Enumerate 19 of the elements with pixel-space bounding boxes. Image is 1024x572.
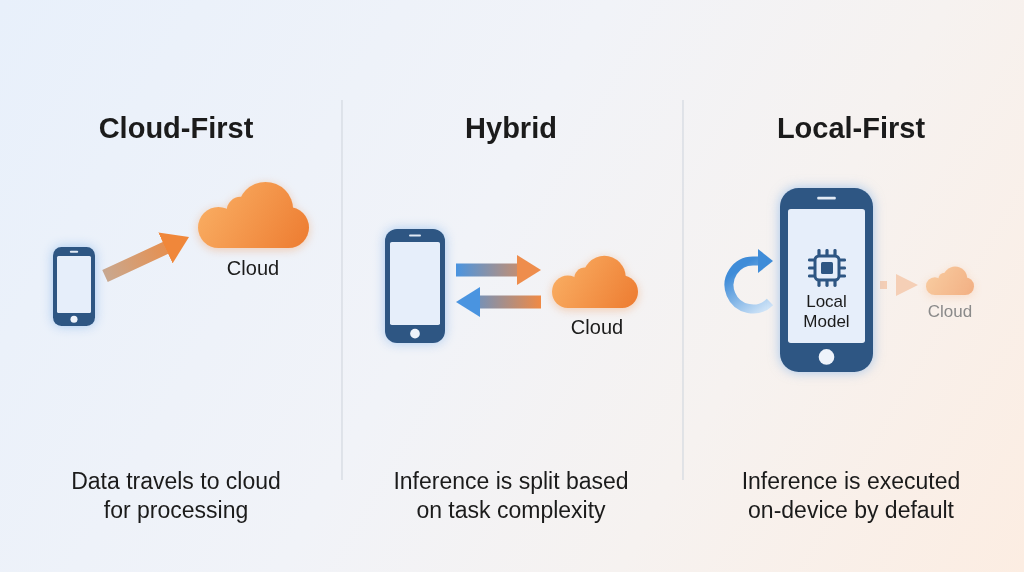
arrow	[456, 255, 541, 285]
arrow	[102, 231, 192, 282]
cloud-shape	[926, 266, 974, 295]
section-title: Hybrid	[465, 111, 557, 145]
section-description: Inference is split based on task complexity	[392, 467, 630, 525]
section-description: Inference is executed on-device by default	[740, 467, 962, 525]
cloud-shape	[552, 255, 638, 308]
smartphone	[780, 188, 873, 372]
smartphone	[385, 229, 445, 343]
section-title: Local-First	[776, 111, 926, 145]
cloud-shape	[198, 181, 309, 248]
cloud-label: Cloud	[570, 315, 624, 339]
smartphone	[53, 247, 95, 326]
cloud-label: Cloud	[927, 301, 973, 323]
node-label: Local Model	[802, 292, 851, 332]
section-description: Data travels to cloud for processing	[70, 467, 282, 525]
arrow	[456, 287, 541, 317]
section-title: Cloud-First	[98, 111, 254, 145]
cloud-label: Cloud	[226, 256, 280, 280]
